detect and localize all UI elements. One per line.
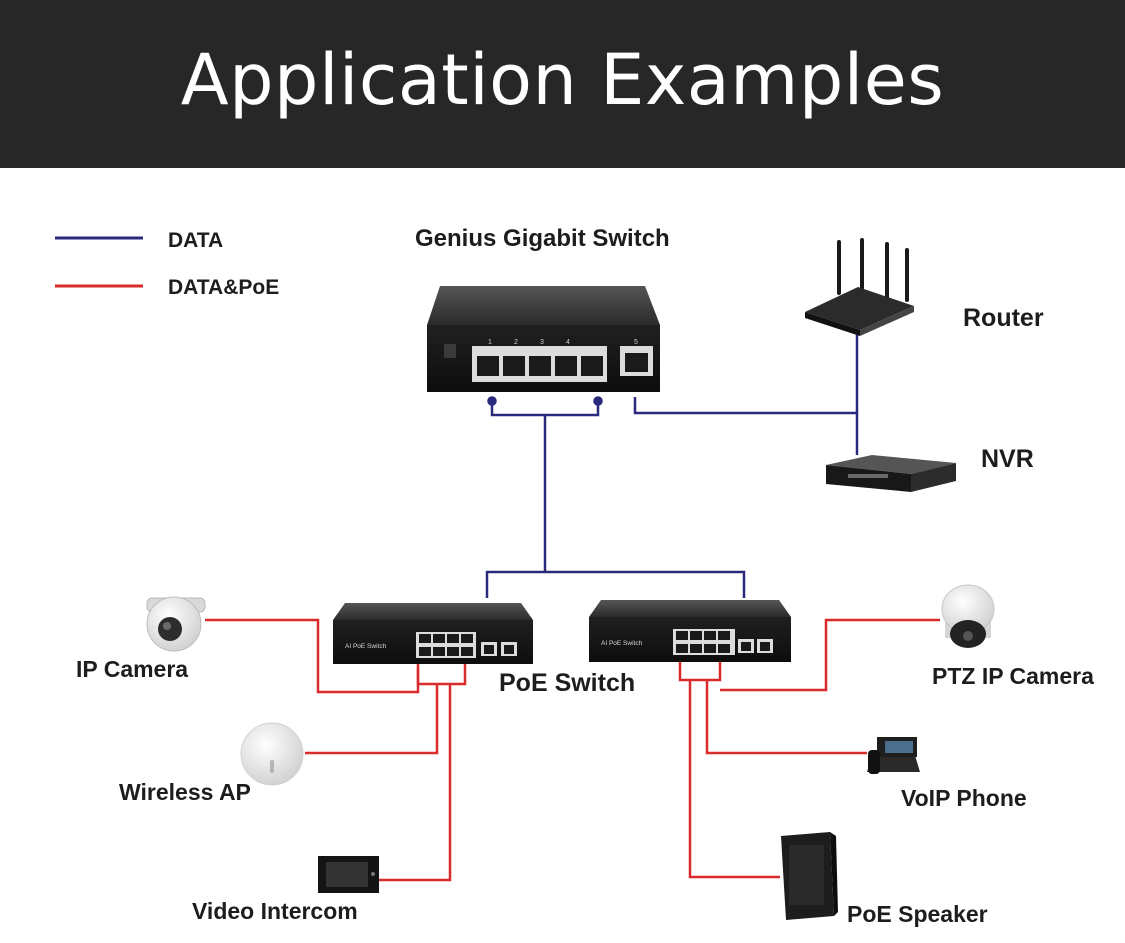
nvr-top [826, 455, 956, 474]
rj45-port [447, 634, 459, 643]
rj45-port [433, 634, 445, 643]
poe-switch-label: PoE Switch [499, 669, 635, 697]
lens-highlight [163, 622, 171, 630]
switch-top [333, 603, 533, 620]
nvr: NVR [826, 445, 1034, 492]
rj45-port [461, 634, 473, 643]
port-number: 5 [634, 339, 638, 346]
gigabit-to-router-link [633, 333, 859, 415]
header-banner: Application Examples [0, 0, 1125, 168]
ptz-camera-label: PTZ IP Camera [932, 663, 1094, 689]
rj45-port [529, 356, 551, 376]
rj45-port [760, 642, 770, 651]
router-label: Router [963, 304, 1044, 332]
data-links [485, 333, 859, 598]
ip-camera-label: IP Camera [76, 656, 188, 682]
nvr-display [848, 474, 888, 478]
rj45-port [503, 356, 525, 376]
ptz-camera-link [720, 618, 940, 692]
wireless-ap-link [305, 684, 439, 755]
ip-camera-icon [146, 596, 206, 652]
gigabit-switch-label: Genius Gigabit Switch [415, 225, 670, 252]
port-number: 4 [566, 339, 570, 346]
phone-handset [868, 750, 880, 774]
router-edge [805, 312, 860, 336]
rj45-port [676, 631, 688, 640]
switch-top [427, 286, 660, 325]
router-body [805, 287, 914, 330]
ap-body [240, 722, 304, 786]
poe-right-port-bridge [678, 662, 722, 682]
rj45-port [718, 644, 730, 653]
router: Router [805, 238, 1044, 336]
port-number: 2 [514, 339, 518, 346]
video-intercom-link [379, 684, 452, 882]
rj45-port [581, 356, 603, 376]
rj45-port [461, 647, 473, 656]
rj45-port [504, 645, 514, 654]
legend: DATA DATA&PoE [55, 229, 279, 299]
nvr-front [826, 465, 911, 492]
rj45-port [477, 356, 499, 376]
rj45-port [676, 644, 688, 653]
rj45-port [625, 353, 648, 372]
nvr-side [911, 463, 956, 492]
trunk-split [485, 570, 746, 598]
rj45-port [433, 647, 445, 656]
legend-poe-label: DATA&PoE [168, 276, 279, 299]
page-title: Application Examples [180, 39, 945, 121]
rj45-port [419, 647, 431, 656]
poe-switch-model-label: AI PoE Switch [601, 640, 643, 647]
video-intercom-icon [318, 856, 379, 893]
rj45-port [484, 645, 494, 654]
port-number: 1 [488, 339, 492, 346]
rj45-port [741, 642, 751, 651]
poe-switch-right: AI PoE Switch [589, 600, 791, 662]
port-number: 3 [540, 339, 544, 346]
rj45-port [555, 356, 577, 376]
poe-switch-model-label: AI PoE Switch [345, 643, 387, 650]
voip-phone-icon [867, 737, 920, 774]
power-jack [444, 344, 456, 358]
rj45-port [690, 631, 702, 640]
poe-left-port-bridge [416, 664, 467, 686]
poe-speaker-label: PoE Speaker [847, 901, 988, 927]
video-intercom-label: Video Intercom [192, 898, 358, 924]
wireless-ap-label: Wireless AP [119, 779, 251, 805]
ap-led [270, 760, 274, 773]
rj45-port [704, 644, 716, 653]
ptz-camera-icon [941, 584, 995, 648]
wireless-ap-icon [240, 722, 304, 786]
gigabit-switch: Genius Gigabit Switch 1 2 3 4 5 [415, 225, 670, 392]
gigabit-port-bridge [490, 402, 600, 417]
rj45-port [447, 647, 459, 656]
port-connector-dot [593, 396, 603, 406]
rj45-port [690, 644, 702, 653]
port-connector-dot [487, 396, 497, 406]
rj45-port [718, 631, 730, 640]
router-edge [860, 306, 914, 336]
switch-top [589, 600, 791, 617]
nvr-label: NVR [981, 445, 1034, 473]
speaker-grille [789, 845, 824, 905]
voip-phone-link [705, 680, 867, 755]
intercom-button [371, 872, 375, 876]
poe-switch-left: AI PoE Switch [333, 603, 533, 664]
voip-phone-label: VoIP Phone [901, 785, 1027, 811]
phone-screen [885, 741, 913, 753]
rj45-port [704, 631, 716, 640]
poe-speaker-link [688, 680, 780, 879]
poe-speaker-icon [781, 832, 838, 920]
poe-links [205, 618, 940, 882]
legend-data-label: DATA [168, 229, 223, 252]
intercom-screen [326, 862, 368, 887]
ptz-lens [963, 631, 973, 641]
rj45-port [419, 634, 431, 643]
camera-lens [158, 617, 182, 641]
speaker-side [830, 832, 838, 916]
